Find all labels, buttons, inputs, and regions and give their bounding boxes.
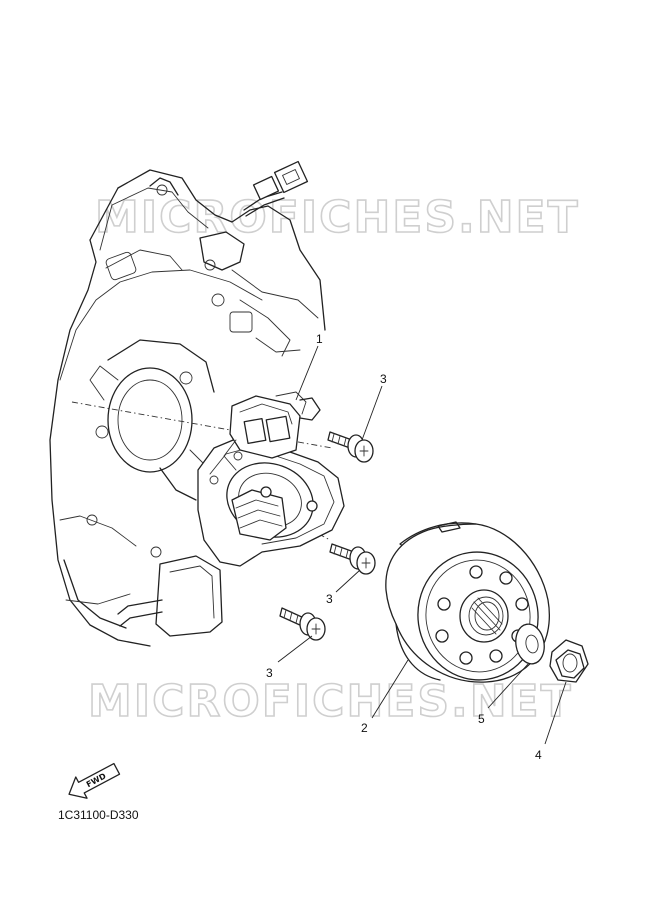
wire-grommet <box>117 555 223 637</box>
callout-3-lower: 3 <box>266 635 313 680</box>
callout-3-middle-label: 3 <box>326 592 333 606</box>
watermark-top: MICROFICHES.NET <box>95 192 580 243</box>
callout-5-label: 5 <box>478 712 485 726</box>
washer <box>515 623 545 665</box>
callout-3-middle: 3 <box>326 569 361 606</box>
diagram-code: 1C31100-D330 <box>58 808 139 822</box>
callout-2-label: 2 <box>361 721 368 735</box>
watermark-bottom: MICROFICHES.NET <box>88 676 573 727</box>
screw-upper <box>327 431 374 463</box>
callout-1-label: 1 <box>316 332 323 346</box>
callout-3-lower-label: 3 <box>266 666 273 680</box>
callout-4-label: 4 <box>535 748 542 762</box>
screw-middle <box>329 543 376 575</box>
callout-4: 4 <box>535 681 567 762</box>
callout-1: 1 <box>295 332 323 401</box>
fwd-arrow-icon: FWD <box>68 762 121 799</box>
screw-lower <box>279 607 326 641</box>
stator-assembly <box>197 391 345 567</box>
callout-2: 2 <box>361 659 409 735</box>
callout-3-upper: 3 <box>361 372 387 441</box>
callout-5: 5 <box>478 663 529 726</box>
flywheel-rotor <box>385 521 550 683</box>
flange-nut <box>549 639 589 683</box>
callout-3-upper-label: 3 <box>380 372 387 386</box>
